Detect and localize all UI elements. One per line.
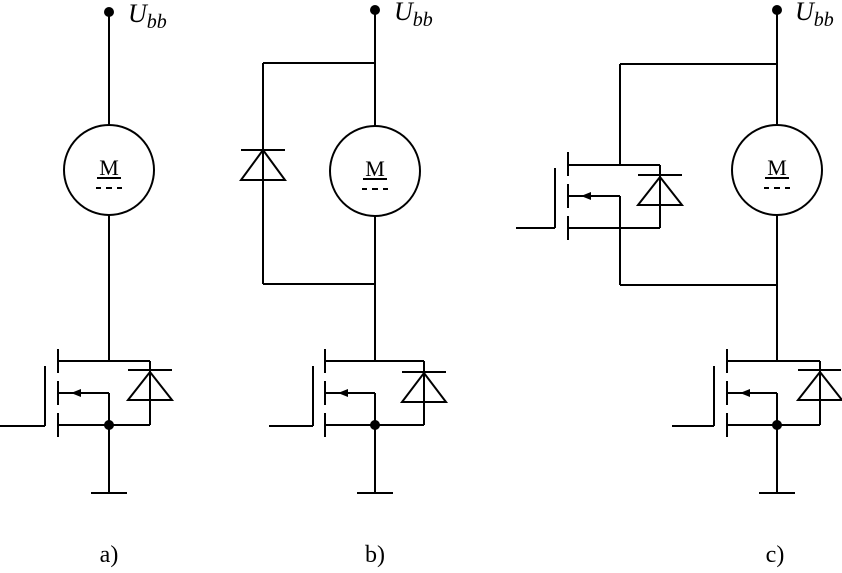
circuit-c: Ubb M — [516, 0, 842, 568]
motor-b: M — [329, 125, 421, 217]
supply-label-b: Ubb — [394, 0, 433, 31]
upper-diode-c — [635, 165, 685, 228]
motor-c: M — [731, 124, 823, 216]
motor-label-b: M — [365, 156, 385, 181]
motor-a: M — [63, 124, 155, 216]
caption-c: c) — [766, 542, 785, 568]
diode-a — [125, 361, 175, 425]
upper-mosfet-c — [516, 152, 660, 285]
freewheel-diode-b — [239, 148, 287, 181]
motor-label-a: M — [99, 155, 119, 180]
lower-mosfet-c — [672, 349, 820, 437]
circuit-b: Ubb M — [239, 0, 449, 568]
supply-label-c: Ubb — [795, 0, 834, 31]
supply-label-a: Ubb — [128, 0, 167, 33]
diode-b — [399, 361, 449, 425]
caption-a: a) — [100, 542, 119, 568]
mosfet-a — [0, 349, 150, 437]
lower-diode-c — [795, 361, 842, 425]
motor-label-c: M — [767, 155, 787, 180]
caption-b: b) — [365, 542, 385, 568]
circuit-a: Ubb M — [0, 0, 175, 568]
mosfet-b — [269, 349, 424, 437]
